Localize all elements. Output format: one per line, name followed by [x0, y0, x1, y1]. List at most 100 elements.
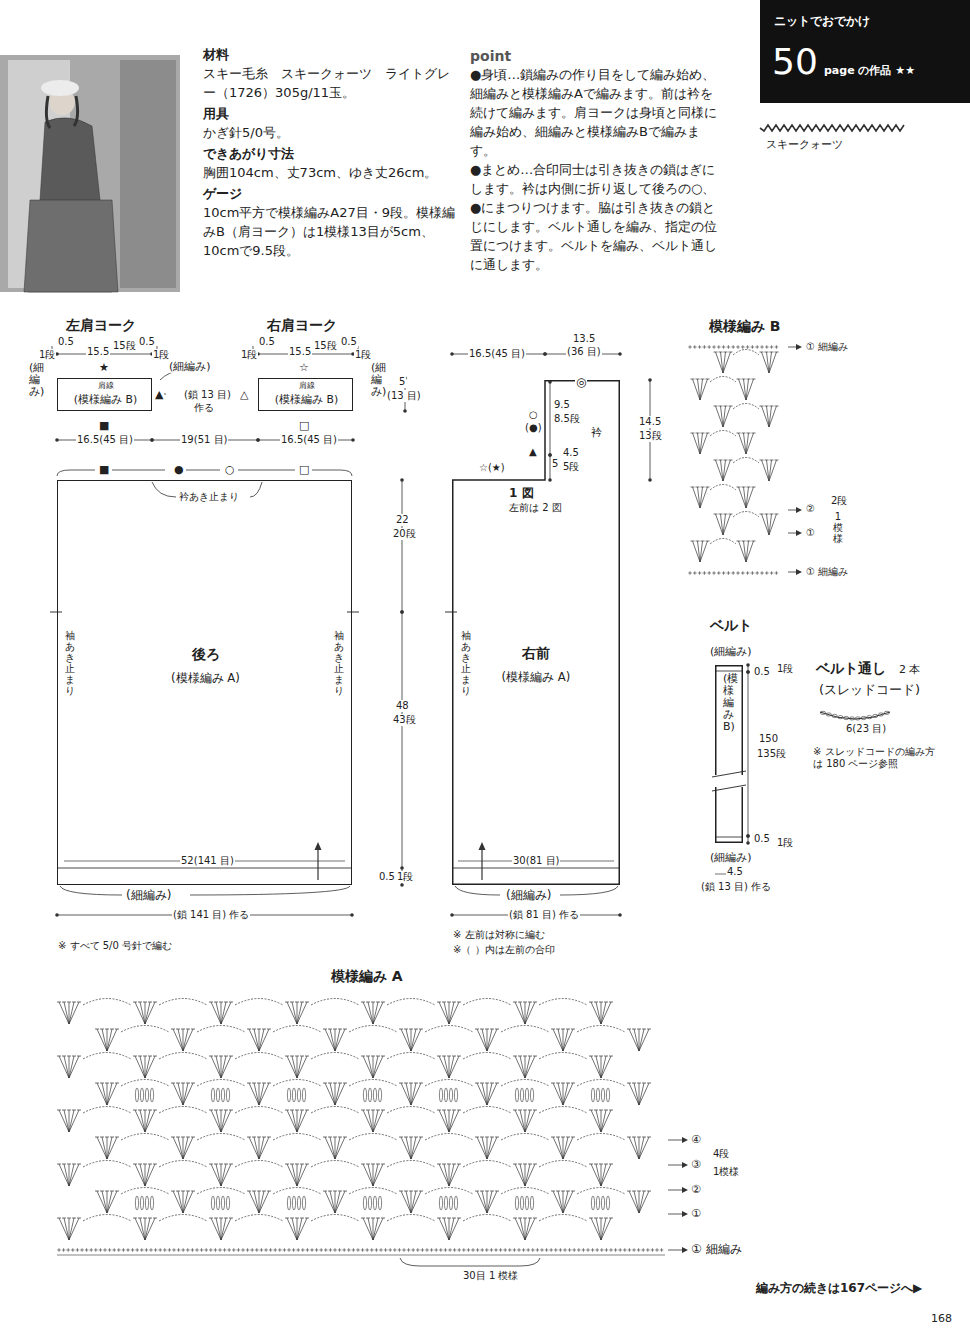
- double-crochet: [528, 1002, 532, 1003]
- double-crochet: [724, 352, 728, 353]
- double-crochet: [706, 487, 710, 488]
- double-crochet: [594, 1218, 598, 1219]
- double-crochet: [765, 460, 769, 461]
- double-crochet: [594, 1002, 598, 1003]
- double-crochet: [714, 352, 718, 353]
- double-crochet: [290, 1110, 294, 1111]
- diagram-label: 150: [758, 733, 779, 745]
- double-crochet: [335, 1191, 345, 1213]
- double-crochet: [257, 1137, 261, 1138]
- double-crochet: [693, 379, 701, 400]
- double-crochet: [214, 1218, 218, 1219]
- double-crochet: [221, 1164, 231, 1186]
- photo-figure: [24, 200, 118, 292]
- diagram-label: 30(81 目): [512, 855, 560, 867]
- single-crochet: [738, 571, 739, 575]
- chain-stitch: [826, 713, 831, 716]
- double-crochet: [62, 1002, 66, 1003]
- double-crochet: [775, 406, 779, 407]
- double-crochet: [706, 433, 710, 434]
- double-crochet: [145, 1218, 146, 1240]
- single-crochet: [128, 1248, 129, 1252]
- double-crochet: [399, 1191, 403, 1192]
- single-crochet: [709, 571, 710, 575]
- double-crochet: [249, 1137, 259, 1159]
- double-crochet: [553, 1137, 563, 1159]
- double-crochet: [343, 1029, 347, 1030]
- diagram-label: 13段: [638, 430, 663, 442]
- double-crochet: [221, 1002, 226, 1024]
- piece-note: (模様編み B): [723, 673, 734, 733]
- chain-arch: [733, 512, 759, 518]
- puff-stitch: [226, 1196, 229, 1210]
- single-crochet: [362, 1248, 363, 1252]
- row-arrow: [668, 1250, 683, 1251]
- section-text: スキー毛糸 スキークォーツ ライトグレー（1726）305g/11玉。: [203, 65, 459, 103]
- single-crochet: [629, 1248, 630, 1252]
- chain-arch: [121, 1026, 169, 1033]
- piece-note: 肩線: [58, 381, 153, 391]
- single-crochet: [738, 345, 739, 349]
- diagram-label: 0.5: [258, 336, 276, 348]
- double-crochet: [285, 1002, 289, 1003]
- diagram-label: 16.5(45 目): [468, 348, 526, 360]
- diagram-label: 袖あき止まり: [64, 630, 76, 696]
- double-crochet: [259, 1029, 269, 1051]
- single-crochet: [757, 345, 758, 349]
- puff-stitch: [297, 1088, 300, 1102]
- chain-arch: [577, 1026, 625, 1033]
- double-crochet: [601, 1164, 606, 1186]
- double-crochet: [401, 1137, 411, 1159]
- double-crochet: [706, 379, 710, 380]
- diagram-label: 0.5: [340, 336, 358, 348]
- double-crochet: [221, 1110, 226, 1132]
- double-crochet: [107, 1137, 108, 1159]
- single-crochet: [574, 1248, 575, 1252]
- chain-arch: [235, 1107, 283, 1114]
- single-crochet: [440, 1248, 441, 1252]
- double-crochet: [487, 1029, 497, 1051]
- double-crochet: [143, 1164, 147, 1165]
- double-crochet: [566, 1137, 570, 1138]
- double-crochet: [696, 379, 700, 380]
- double-crochet: [591, 1056, 601, 1078]
- double-crochet: [449, 1002, 459, 1024]
- double-crochet: [333, 1083, 337, 1084]
- point-column: point●身頃…鎖編みの作り目をして編み始め、細編みと模様編みAで編みます。前…: [470, 46, 722, 275]
- double-crochet: [335, 1029, 340, 1051]
- double-crochet: [599, 1164, 603, 1165]
- single-crochet: [114, 1248, 115, 1252]
- double-crochet: [145, 1002, 155, 1024]
- double-crochet: [515, 1002, 525, 1024]
- chain-arch: [83, 1215, 131, 1222]
- double-crochet: [105, 1191, 109, 1192]
- double-crochet: [62, 1110, 66, 1111]
- double-crochet: [714, 460, 718, 461]
- dimension-dot: [648, 478, 652, 482]
- diagram-label: 20段: [392, 528, 417, 540]
- double-crochet: [770, 460, 774, 461]
- double-crochet: [406, 1137, 411, 1159]
- diagram-label: 1模様: [712, 1166, 740, 1178]
- single-crochet: [569, 1248, 570, 1252]
- chain-arch: [710, 377, 736, 383]
- puff-stitch: [373, 1196, 376, 1210]
- double-crochet: [723, 514, 731, 535]
- double-crochet: [376, 1218, 380, 1219]
- single-crochet: [482, 1248, 483, 1252]
- single-crochet: [578, 1248, 579, 1252]
- double-crochet: [737, 487, 741, 488]
- puff-stitch: [596, 1088, 599, 1102]
- double-crochet: [447, 1002, 451, 1003]
- double-crochet: [135, 1218, 145, 1240]
- double-crochet: [285, 1056, 289, 1057]
- double-crochet: [775, 514, 779, 515]
- double-crochet: [601, 1218, 611, 1240]
- double-crochet: [449, 1164, 450, 1186]
- single-crochet: [358, 1248, 359, 1252]
- double-crochet: [721, 406, 724, 427]
- double-crochet: [221, 1218, 231, 1240]
- chain-arch: [121, 1080, 169, 1087]
- double-crochet: [637, 1191, 641, 1192]
- double-crochet: [601, 1164, 602, 1186]
